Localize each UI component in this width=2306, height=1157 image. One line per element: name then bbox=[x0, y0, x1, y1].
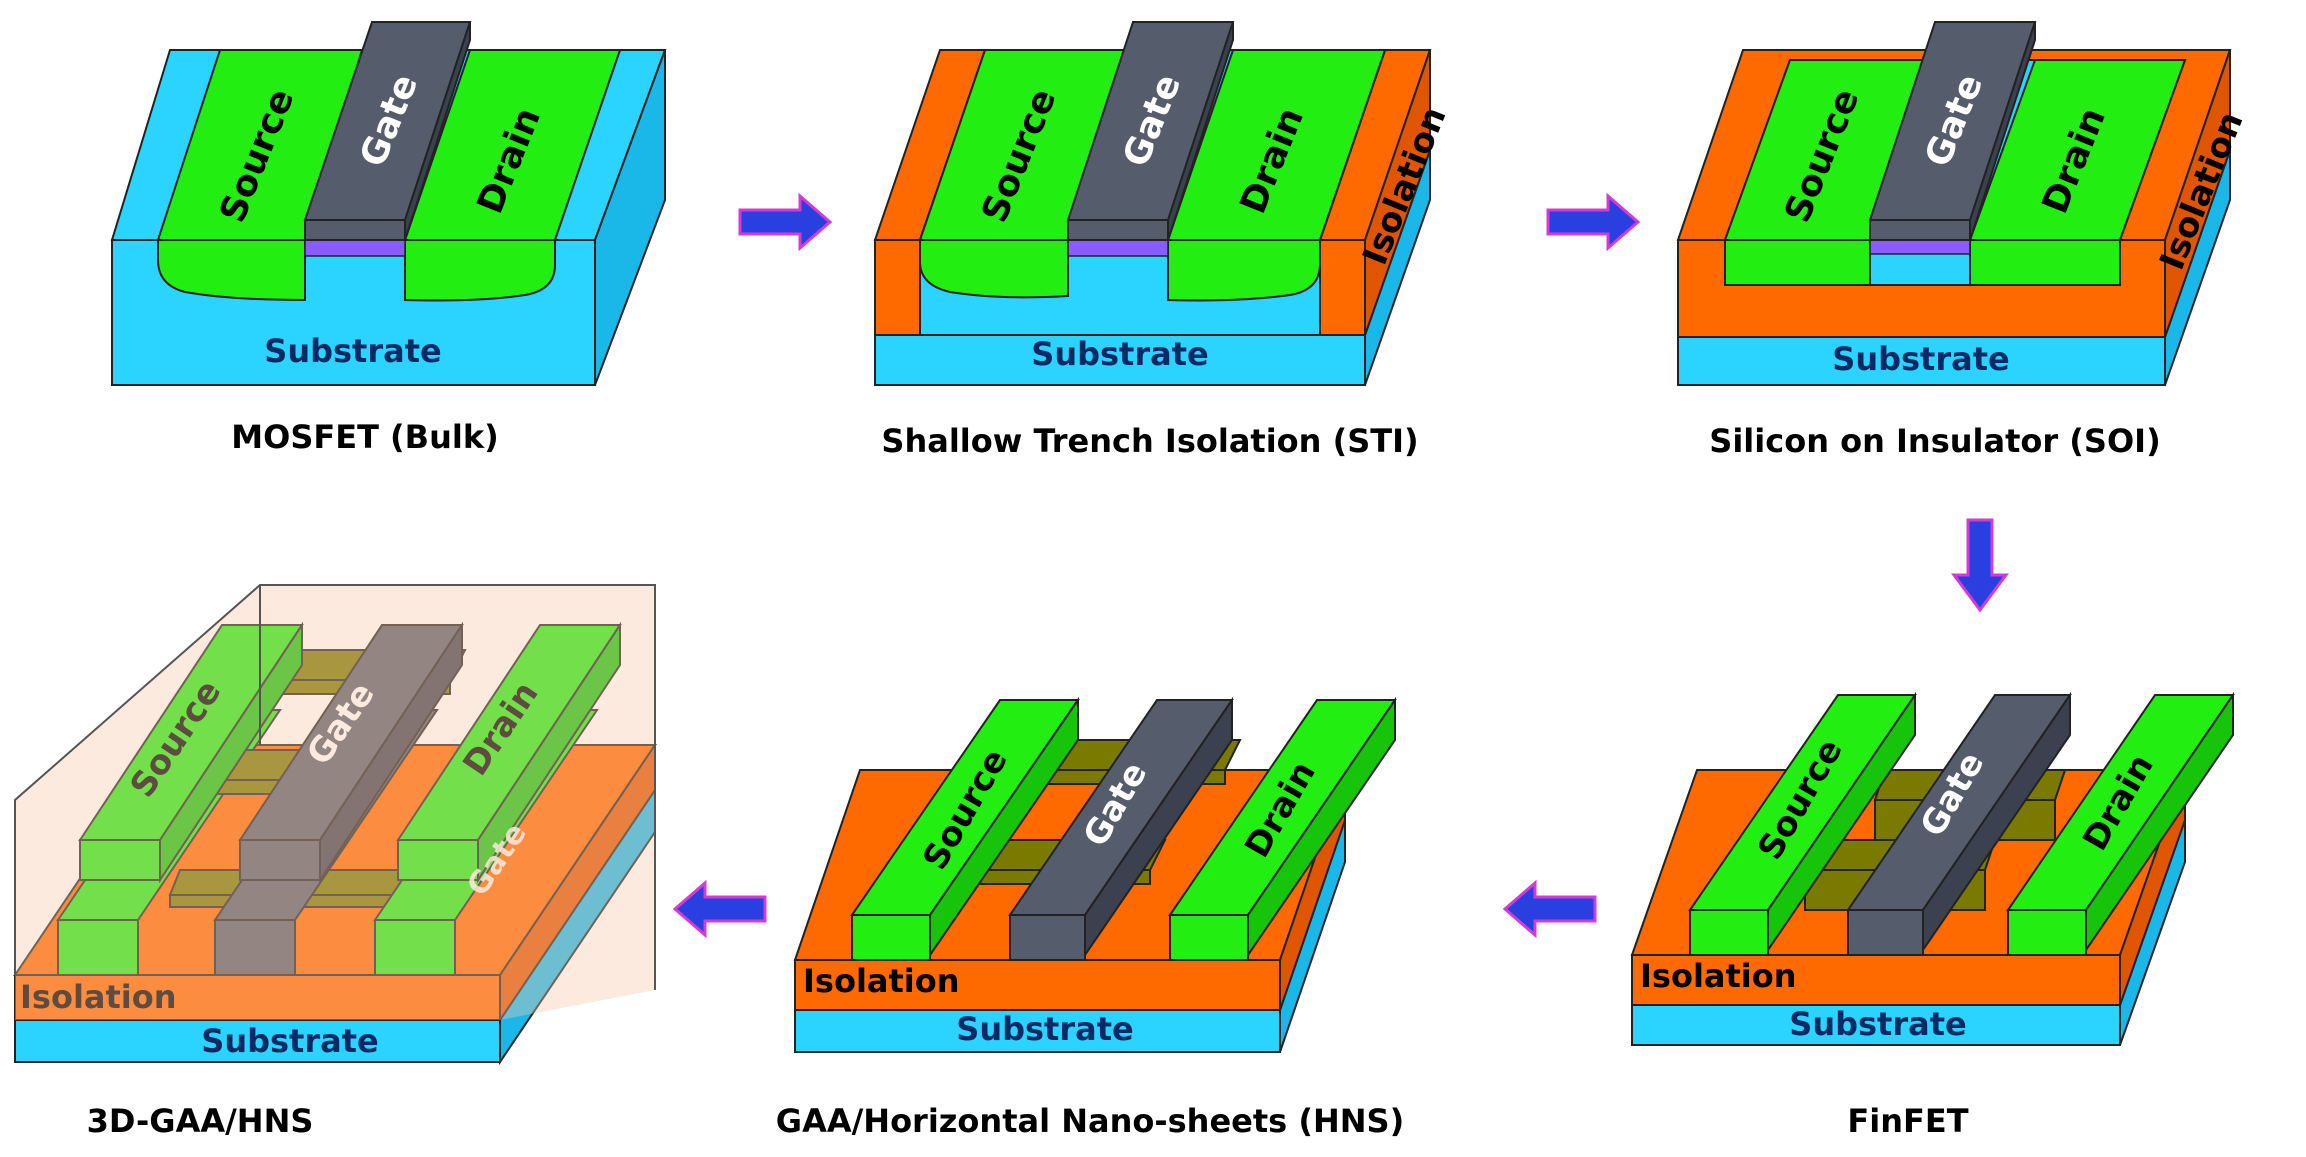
finfet-isolation-front bbox=[1631, 954, 2121, 1006]
bulk-substrate-label: Substrate bbox=[264, 332, 441, 370]
gaa3d-substrate-label: Substrate bbox=[201, 1022, 378, 1060]
soi-substrate-front bbox=[1677, 336, 2166, 386]
panel-sti: Isolation Source Gate Drain Substrate Sh… bbox=[873, 21, 1454, 460]
gaa3d-source-upper-front bbox=[79, 839, 161, 881]
arrow-gaa-to-3dgaa bbox=[672, 879, 767, 939]
soi-drain-top bbox=[1968, 59, 2187, 241]
arrow-bulk-to-sti bbox=[738, 192, 833, 252]
sti-isolation-left-front bbox=[874, 239, 921, 336]
panel-finfet: Substrate Isolation Source Gate Drain Fi… bbox=[1630, 691, 2235, 1140]
panel-soi: Source Gate Drain Isolation Substrate Si… bbox=[1676, 21, 2251, 460]
soi-drain-front bbox=[1969, 239, 2121, 286]
finfet-substrate-front bbox=[1631, 1004, 2121, 1046]
arrow-soi-to-finfet bbox=[1951, 518, 2009, 613]
panel-gaa: Substrate Isolation Source Gate Drain GA… bbox=[776, 696, 1404, 1140]
soi-gate-oxide bbox=[1869, 239, 1971, 255]
gaa-isolation-front bbox=[794, 959, 1281, 1011]
gaa3d-gate-upper-front bbox=[239, 839, 321, 881]
gaa-drain-front bbox=[1169, 914, 1249, 961]
soi-source-front bbox=[1724, 239, 1871, 286]
sti-drain-top bbox=[1166, 49, 1387, 241]
gaa3d-isolation-front bbox=[14, 974, 501, 1021]
bulk-caption: MOSFET (Bulk) bbox=[231, 418, 498, 456]
bulk-source-well bbox=[157, 239, 306, 302]
finfet-isolation-label: Isolation bbox=[1640, 957, 1797, 995]
panel-bulk: Source Gate Drain Substrate MOSFET (Bulk… bbox=[110, 21, 667, 456]
sti-gate-oxide bbox=[1067, 239, 1169, 257]
arrow-sti-to-soi bbox=[1546, 192, 1641, 252]
bulk-gate-front bbox=[304, 219, 406, 241]
gaa3d-substrate-front bbox=[14, 1019, 501, 1063]
finfet-gate-front bbox=[1847, 909, 1924, 956]
bulk-gate-oxide bbox=[304, 239, 406, 257]
finfet-drain-front bbox=[2007, 909, 2087, 956]
finfet-substrate-label: Substrate bbox=[1789, 1005, 1966, 1043]
soi-gate-front bbox=[1869, 219, 1971, 241]
sti-source-well bbox=[919, 239, 1069, 299]
gaa3d-isolation-label: Isolation bbox=[20, 978, 177, 1016]
gaa3d-drain-upper-front bbox=[397, 839, 479, 881]
gaa3d-drain-lower-front bbox=[374, 919, 456, 976]
gaa3d-enclosure-front bbox=[15, 585, 655, 1020]
soi-caption: Silicon on Insulator (SOI) bbox=[1709, 422, 2160, 460]
gaa3d-caption: 3D-GAA/HNS bbox=[87, 1102, 314, 1140]
gaa-source-front bbox=[851, 914, 931, 961]
bulk-drain-well bbox=[404, 239, 556, 302]
bulk-drain-top bbox=[403, 49, 622, 241]
sti-caption: Shallow Trench Isolation (STI) bbox=[881, 422, 1418, 460]
finfet-source-front bbox=[1689, 909, 1769, 956]
gaa-isolation-label: Isolation bbox=[803, 962, 960, 1000]
sti-substrate-label: Substrate bbox=[1031, 335, 1208, 373]
soi-substrate-label: Substrate bbox=[1832, 340, 2009, 378]
sti-drain-well bbox=[1167, 239, 1321, 302]
gaa-substrate-front bbox=[794, 1009, 1281, 1053]
sti-substrate-front bbox=[874, 334, 1366, 386]
gaa3d-source-lower-front bbox=[57, 919, 139, 976]
gaa-gate-front bbox=[1009, 914, 1086, 961]
gaa-substrate-label: Substrate bbox=[956, 1010, 1133, 1048]
panel-gaa3d: Substrate Isolation bbox=[13, 584, 657, 1140]
arrow-finfet-to-gaa bbox=[1502, 879, 1597, 939]
sti-gate-front bbox=[1067, 219, 1169, 241]
finfet-caption: FinFET bbox=[1847, 1102, 1968, 1140]
gaa-caption: GAA/Horizontal Nano-sheets (HNS) bbox=[776, 1102, 1404, 1140]
